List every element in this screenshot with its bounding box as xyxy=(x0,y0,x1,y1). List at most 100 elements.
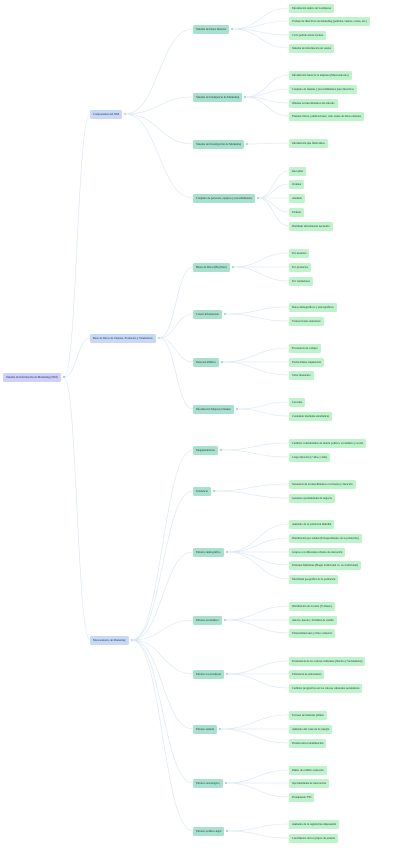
collapse-toggle-icon[interactable] xyxy=(256,196,260,200)
leaf-node-por-usuarios[interactable]: Por usuarios xyxy=(289,248,310,258)
topic-node-sistema-de-inteligencia-de-marketing[interactable]: Sistema de Inteligencia de Marketing xyxy=(193,92,243,102)
topic-node-sistema-de-datos-internos[interactable]: Sistema de Datos Internos xyxy=(193,24,230,34)
collapse-toggle-icon[interactable] xyxy=(223,618,227,622)
root-node[interactable]: Sistema de Información de Marketing (SIM… xyxy=(3,372,61,382)
branch-node-base-de-datos-de-clientes-productos-y-ve[interactable]: Base de Datos de Clientes, Productos y V… xyxy=(90,333,156,343)
leaf-node-sistema-de-informacion-de-ventas[interactable]: Sistema de información de ventas xyxy=(289,43,335,53)
leaf-node-trabajo-de-directivos-de-marketing-pedid[interactable]: Trabajo de directivos de marketing (pedi… xyxy=(289,16,370,26)
topic-node-entorno-demografico[interactable]: Entorno demográfico xyxy=(193,547,224,557)
connector-line xyxy=(224,313,290,322)
leaf-node-distribucion-por-edades-envejecimiento-d[interactable]: Distribución por edades (Envejecimiento … xyxy=(289,533,362,543)
leaf-node-por-vendedores[interactable]: Por vendedores xyxy=(289,276,313,286)
collapse-toggle-icon[interactable] xyxy=(230,27,234,31)
collapse-toggle-icon[interactable] xyxy=(235,407,239,411)
leaf-node-contenido-mediante-estadisticas[interactable]: Contenido mediante estadísticas xyxy=(289,411,333,421)
leaf-node-aumento-del-coste-de-la-energia[interactable]: Aumento del coste de la energía xyxy=(289,724,333,734)
leaf-node-fecha-ultima-adquisicion[interactable]: Fecha última adquisición xyxy=(289,357,325,367)
branch-node-componentes-del-sim[interactable]: Componentes del SIM xyxy=(90,109,123,119)
connector-line xyxy=(131,619,194,641)
topic-node-relacion-publica[interactable]: Relación Pública xyxy=(193,357,219,367)
leaf-node-patrones-familiares-hogar-tradicional-vs[interactable]: Patrones familiares (Hogar tradicional v… xyxy=(289,560,361,570)
leaf-node-ciclo-pedido-envio-factura[interactable]: Ciclo pedido-envío-factura xyxy=(289,30,327,40)
leaf-node-datos-demograficos-y-psicograficos[interactable]: Datos demográficos y psicográficos xyxy=(289,302,337,312)
leaf-node-transacciones-anteriores[interactable]: Transacciones anteriores xyxy=(289,316,324,326)
collapse-toggle-icon[interactable] xyxy=(225,829,229,833)
connector-line xyxy=(257,197,290,213)
connector-line xyxy=(63,113,91,378)
leaf-node-recopilar[interactable]: Recopilar xyxy=(289,166,307,176)
leaf-node-frecuencia-de-compra[interactable]: Frecuencia de compra xyxy=(289,343,321,353)
leaf-node-grupos-con-diferentes-niveles-de-educaci[interactable]: Grupos con diferentes niveles de educaci… xyxy=(289,547,346,557)
leaf-node-escasez-de-materias-primas[interactable]: Escasez de materias primas xyxy=(289,710,327,720)
leaf-node-informacion-que-fabricamos[interactable]: Información que fabricamos xyxy=(289,138,328,148)
topic-node-sistema-de-investigacion-de-marketing[interactable]: Sistema de Investigación de Marketing xyxy=(193,139,245,149)
leaf-node-crecimiento-de-los-grupos-de-presion[interactable]: Crecimiento de los grupos de presión xyxy=(289,833,339,843)
branch-node-macroentorno-de-marketing[interactable]: Macroentorno de Marketing xyxy=(90,635,129,645)
collapse-toggle-icon[interactable] xyxy=(231,265,235,269)
topic-node-entorno-sociocultural[interactable]: Entorno sociocultural xyxy=(193,669,224,679)
topic-node-entorno-economico[interactable]: Entorno económico xyxy=(193,615,222,625)
topic-node-cruzar-informacion[interactable]: Cruzar Información xyxy=(193,309,222,319)
collapse-toggle-icon[interactable] xyxy=(130,638,134,642)
topic-node-entorno-natural[interactable]: Entorno natural xyxy=(193,724,218,734)
collapse-toggle-icon[interactable] xyxy=(212,489,216,493)
connector-line xyxy=(231,7,290,30)
topic-node-megatendencias[interactable]: Megatendencias xyxy=(193,445,218,455)
connector-line xyxy=(244,96,290,117)
leaf-node-analizar[interactable]: Analizar xyxy=(289,193,305,203)
leaf-node-informacion-fuera-de-la-empresa-macroent[interactable]: Información fuera de la empresa (Macroen… xyxy=(289,70,352,80)
collapse-toggle-icon[interactable] xyxy=(243,95,247,99)
topic-node-bases-de-datos-big-data[interactable]: Bases de Datos (Big Data) xyxy=(193,262,230,272)
collapse-toggle-icon[interactable] xyxy=(123,112,127,116)
leaf-node-valor-monetario[interactable]: Valor monetario xyxy=(289,370,314,380)
collapse-toggle-icon[interactable] xyxy=(245,142,249,146)
leaf-node-cambios-considerables-de-indole-politica[interactable]: Cambios considerables de índole política… xyxy=(289,438,367,448)
connector-line xyxy=(131,551,194,641)
leaf-node-cambios-progresivos-en-los-valores-cultu[interactable]: Cambios progresivos en los valores cultu… xyxy=(289,683,363,693)
leaf-node-aumento-de-la-regulacion-empresarial[interactable]: Aumento de la regulación empresarial xyxy=(289,819,340,829)
leaf-node-fuentes-libros-publicaciones-web-bases-d[interactable]: Fuentes: libros, publicaciones, web, bas… xyxy=(289,111,365,121)
connector-line xyxy=(131,490,194,641)
connector-line xyxy=(257,183,290,199)
collapse-toggle-icon[interactable] xyxy=(157,336,161,340)
leaf-node-existencia-de-subculturas[interactable]: Existencia de subculturas xyxy=(289,669,325,679)
topic-node-conjunto-de-personas-equipos-y-procedimi[interactable]: Conjunto de personas, equipos y procedim… xyxy=(193,193,256,203)
collapse-toggle-icon[interactable] xyxy=(224,781,228,785)
leaf-node-secuencia-de-acontecimientos-con-fuerza-[interactable]: Secuencia de acontecimientos con fuerza … xyxy=(289,479,356,489)
collapse-toggle-icon[interactable] xyxy=(218,727,222,731)
leaf-node-informacion-dentro-de-la-empresa[interactable]: Información dentro de la empresa xyxy=(289,3,335,13)
leaf-node-distribuir-informacion-necesaria[interactable]: Distribuir información necesaria xyxy=(289,221,333,231)
connector-line xyxy=(158,266,194,339)
leaf-node-generan-oportunidades-de-negocio[interactable]: Generan oportunidades de negocio xyxy=(289,493,336,503)
topic-node-entorno-tecnologico[interactable]: Entorno tecnológico xyxy=(193,778,223,788)
leaf-node-persistencia-de-los-valores-culturales-n[interactable]: Persistencia de los valores culturales (… xyxy=(289,656,366,666)
leaf-node-aumento-de-la-poblacion-mundial[interactable]: Aumento de la población mundial xyxy=(289,519,335,529)
leaf-node-distribucion-de-la-renta-y-dinero[interactable]: Distribución de la renta (Y dinero) xyxy=(289,601,335,611)
collapse-toggle-icon[interactable] xyxy=(220,360,224,364)
leaf-node-ritmo-de-cambio-acelerado[interactable]: Ritmo de cambio acelerado xyxy=(289,765,327,775)
collapse-toggle-icon[interactable] xyxy=(62,375,66,379)
connector-line xyxy=(226,830,290,839)
collapse-toggle-icon[interactable] xyxy=(219,448,223,452)
leaf-node-oportunidades-de-innovacion[interactable]: Oportunidades de innovación xyxy=(289,778,330,788)
topic-node-tendencia[interactable]: Tendencia xyxy=(193,486,211,496)
leaf-node-larga-duracion-7-anos-o-mas[interactable]: Larga duración (7 años o más) xyxy=(289,452,331,462)
leaf-node-externalizaciones-y-libre-comercio[interactable]: Externalizaciones y libre comercio xyxy=(289,628,336,638)
collapse-toggle-icon[interactable] xyxy=(223,312,227,316)
leaf-node-presupuesto-i-d[interactable]: Presupuesto I+D xyxy=(289,792,315,802)
leaf-node-obtener-acontecimientos-del-entorno[interactable]: Obtener acontecimientos del entorno xyxy=(289,98,338,108)
leaf-node-presion-antocontaminacion[interactable]: Presión antocontaminación xyxy=(289,738,327,748)
leaf-node-evaluar[interactable]: Evaluar xyxy=(289,207,304,217)
leaf-node-cercania[interactable]: Cercanía xyxy=(289,397,306,407)
leaf-node-ahorro-deuda-y-facilidad-de-credito[interactable]: Ahorro, deuda y facilidad de crédito xyxy=(289,615,337,625)
leaf-node-movilidad-geografica-de-la-poblacion[interactable]: Movilidad geográfica de la población xyxy=(289,574,339,584)
connector-line xyxy=(213,490,290,499)
leaf-node-ordenar[interactable]: Ordenar xyxy=(289,179,305,189)
collapse-toggle-icon[interactable] xyxy=(225,550,229,554)
leaf-node-por-productos[interactable]: Por productos xyxy=(289,262,312,272)
collapse-toggle-icon[interactable] xyxy=(225,672,229,676)
topic-node-entorno-politico-legal[interactable]: Entorno político-legal xyxy=(193,826,225,836)
topic-node-informacion-mejores-clientes[interactable]: Información Mejores Clientes xyxy=(193,404,234,414)
leaf-node-conjunto-de-fuentes-y-procedimientos-par[interactable]: Conjunto de fuentes y procedimientos par… xyxy=(289,84,357,94)
